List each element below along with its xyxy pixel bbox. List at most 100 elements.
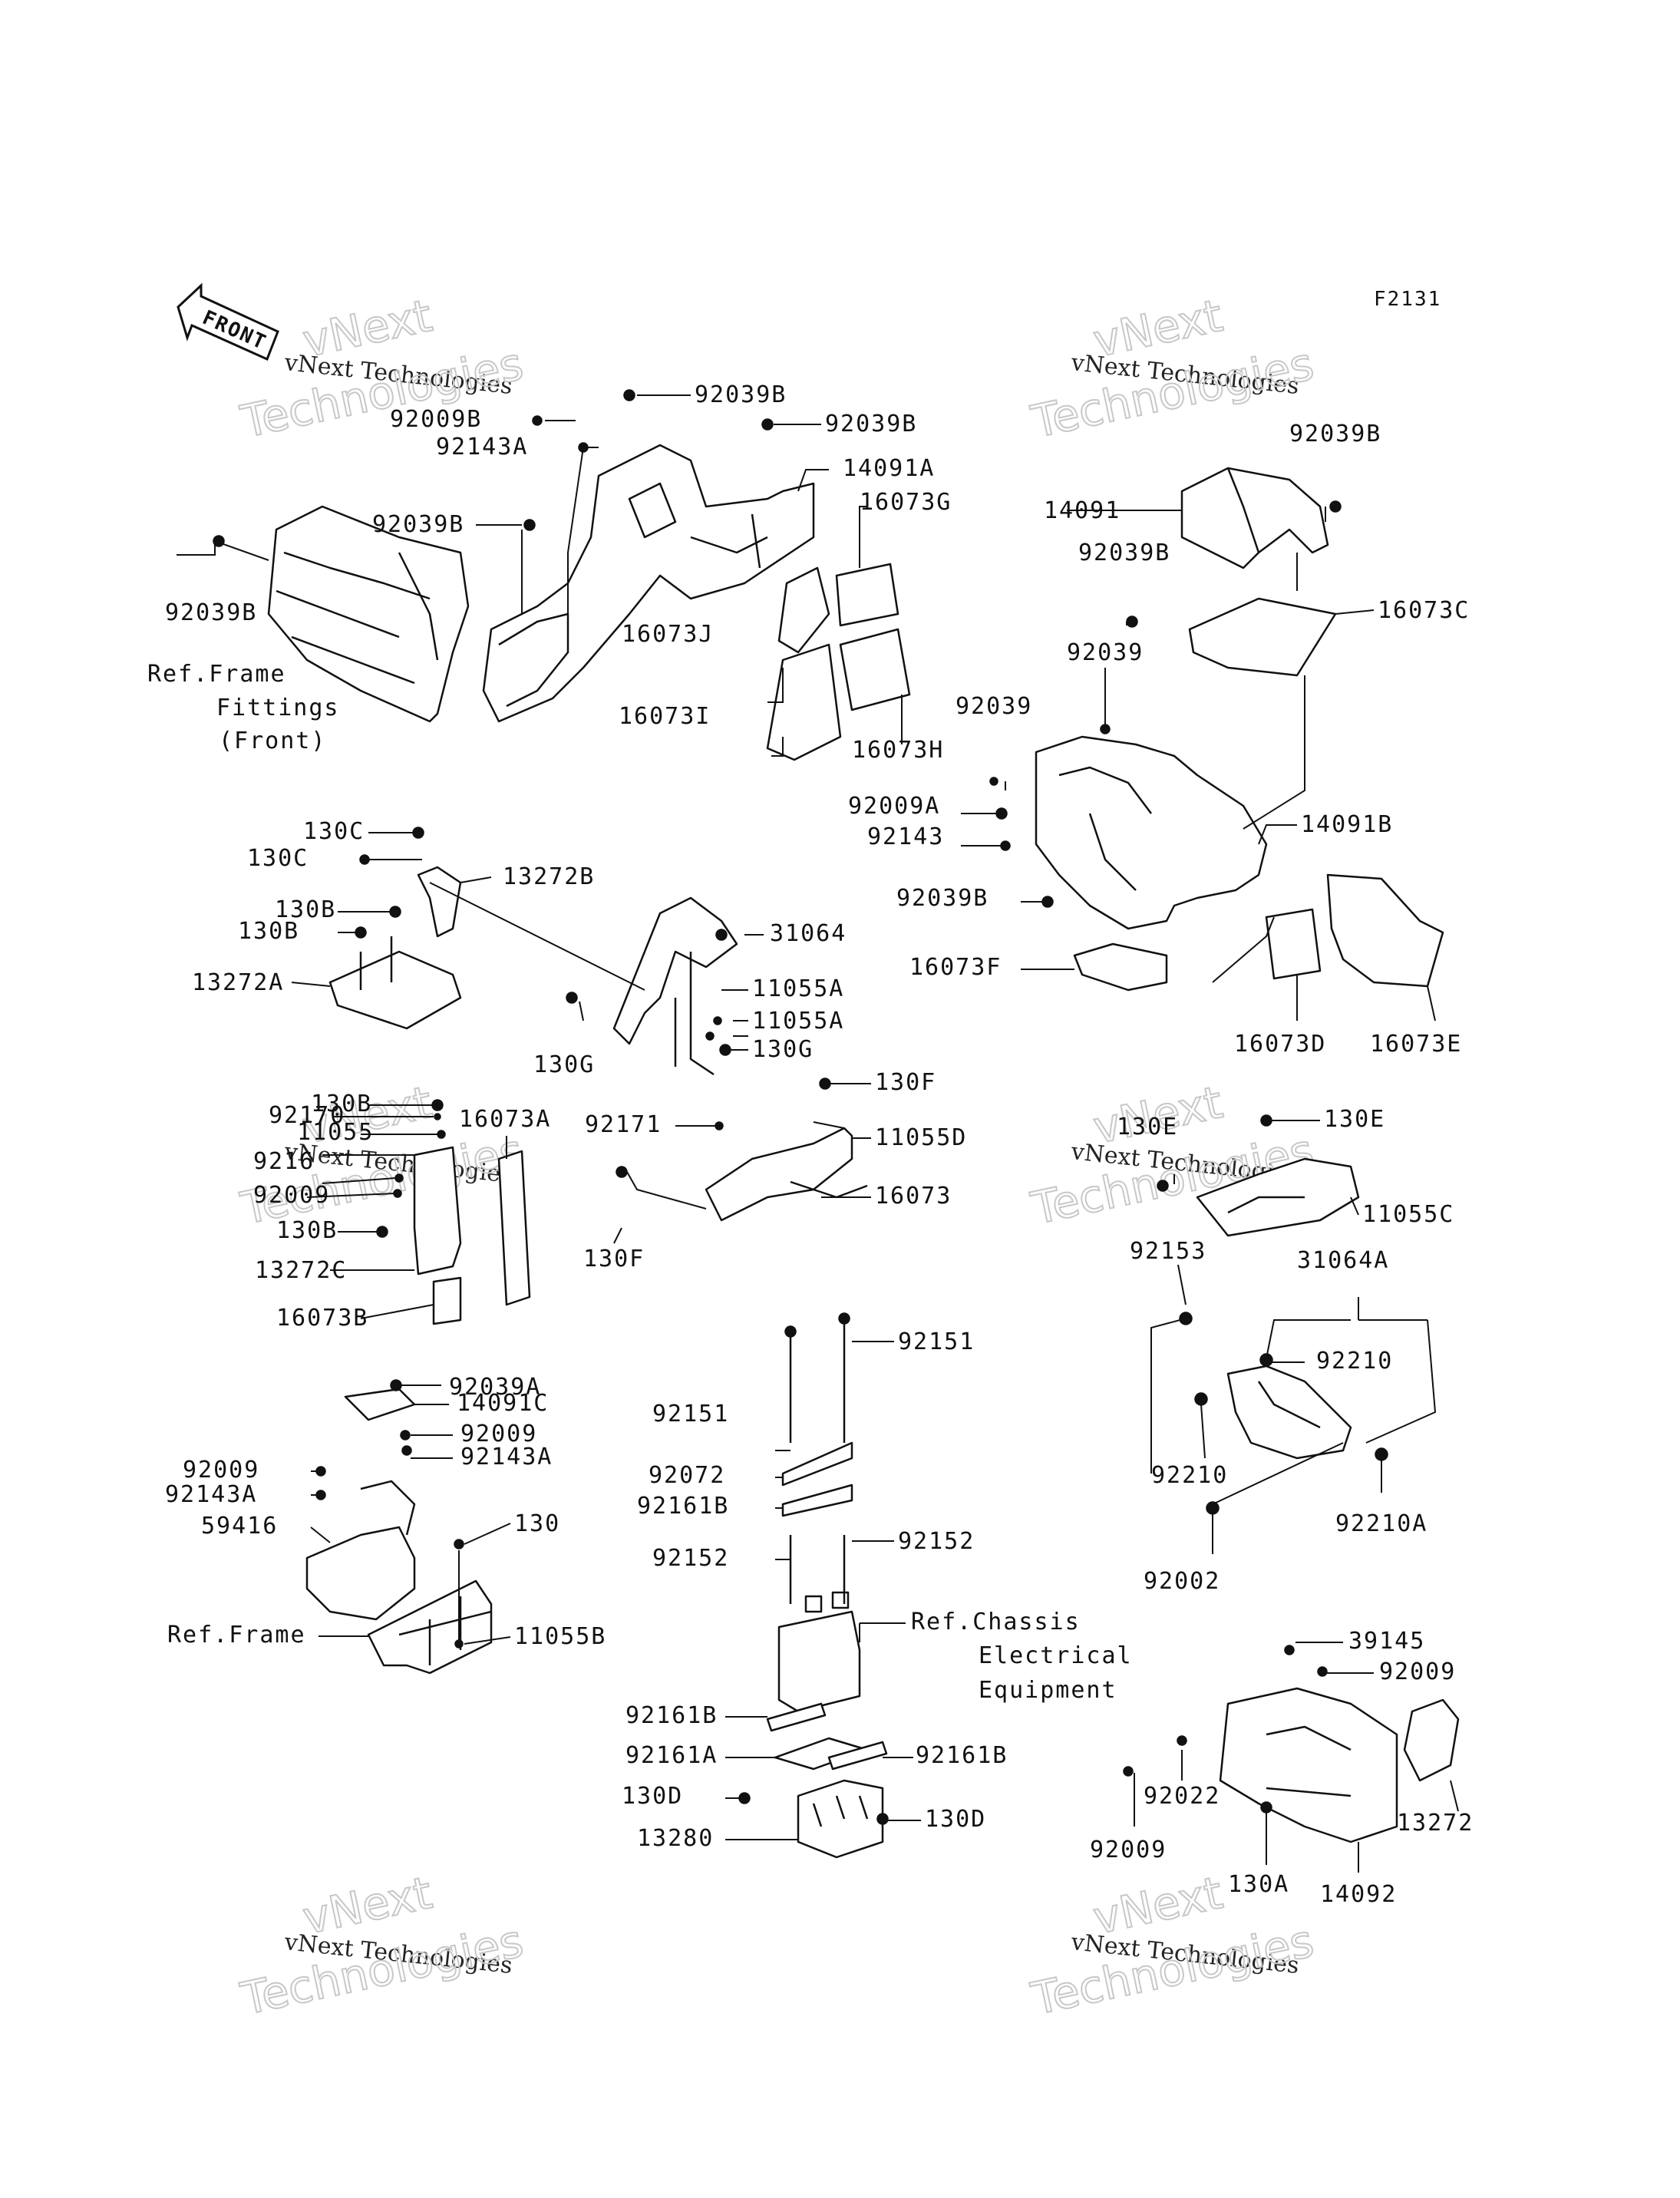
label-ref-frame-fittings-3: (Front) [219, 728, 326, 754]
label-11055c: 11055C [1362, 1201, 1454, 1228]
label-130c: 130C [247, 845, 309, 872]
label-130e: 130E [1324, 1106, 1385, 1133]
cover-14091b-shape [1035, 735, 1268, 930]
label-16073e: 16073E [1370, 1031, 1462, 1058]
label-16073a: 16073A [459, 1106, 551, 1133]
label-92161b: 92161B [916, 1742, 1008, 1769]
svg-text:Technologies: Technologies [236, 338, 528, 448]
label-11055: 11055 [297, 1119, 374, 1146]
label-92039b: 92039B [1289, 421, 1381, 447]
label-31064a: 31064A [1297, 1247, 1389, 1274]
label-16073g: 16073G [860, 489, 952, 516]
label-92009: 92009 [460, 1421, 537, 1447]
bracket-31064-shape [612, 896, 738, 1076]
label-16073h: 16073H [852, 737, 944, 764]
label-13272b: 13272B [503, 863, 595, 890]
bracket-13272-shape [1403, 1698, 1460, 1782]
label-92039b: 92039B [896, 885, 989, 912]
label-92009b: 92009B [390, 406, 482, 433]
label-13280: 13280 [637, 1825, 714, 1852]
frame-section-shape [367, 1579, 493, 1675]
battery-tray-13280-shape [797, 1779, 884, 1859]
label-11055a: 11055A [752, 975, 844, 1002]
label-92210a: 92210A [1335, 1510, 1428, 1537]
label-130b: 130B [311, 1091, 372, 1117]
label-130b: 130B [275, 896, 336, 923]
label-92039b: 92039B [825, 411, 917, 437]
cover-14091a-shape [482, 444, 815, 723]
label-92210: 92210 [1316, 1348, 1393, 1375]
label-13272c: 13272C [255, 1257, 347, 1284]
label-16073i: 16073I [619, 703, 711, 730]
bracket-13272c-shape [413, 1146, 462, 1276]
battery-shape [777, 1591, 861, 1713]
front-arrow-icon: FRONT [177, 282, 279, 361]
label-ref-chassis-1: Ref.Chassis [911, 1609, 1081, 1635]
pad-16073f-shape [1073, 942, 1168, 992]
frame-fittings-front-shape [267, 505, 470, 723]
label-ref-chassis-2: Electrical [979, 1642, 1133, 1669]
bracket-31064a-shape [1226, 1365, 1352, 1460]
svg-text:Technologies: Technologies [1027, 338, 1319, 448]
label-130e: 130E [1117, 1114, 1178, 1140]
label-14091c: 14091C [457, 1390, 549, 1417]
label-9216: 9216 [253, 1148, 315, 1175]
label-92039b: 92039B [695, 381, 787, 408]
label-92072: 92072 [649, 1462, 725, 1489]
pad-16073c-shape [1188, 597, 1337, 677]
label-130f: 130F [875, 1069, 936, 1096]
label-92153: 92153 [1130, 1238, 1206, 1265]
label-92171: 92171 [585, 1111, 662, 1138]
cover-14092-shape [1219, 1687, 1398, 1843]
label-92022: 92022 [1144, 1783, 1220, 1810]
label-11055d: 11055D [875, 1124, 967, 1151]
label-92161b: 92161B [637, 1493, 729, 1520]
label-14091: 14091 [1044, 497, 1121, 524]
label-ref-frame: Ref.Frame [167, 1622, 306, 1648]
cover-14091-shape [1180, 467, 1329, 569]
label-13272a: 13272A [192, 969, 284, 996]
label-11055a: 11055A [752, 1008, 844, 1035]
pad-16073d-shape [1265, 908, 1322, 980]
label-92009: 92009 [253, 1182, 330, 1209]
label-92009: 92009 [1090, 1837, 1167, 1863]
label-92170: 92170 [269, 1102, 345, 1129]
leader-lines [177, 394, 1459, 1873]
label-92009a: 92009A [848, 793, 940, 820]
label-130f: 130F [583, 1246, 645, 1272]
watermark-top-right: vNext vNext Technologies Technologies [1026, 289, 1319, 449]
label-ref-frame-fittings-2: Fittings [216, 695, 340, 721]
bracket-13272b-shape [417, 866, 462, 938]
label-92039: 92039 [1067, 639, 1144, 666]
label-92039b: 92039B [372, 511, 464, 538]
label-130b: 130B [238, 918, 299, 945]
label-92151: 92151 [652, 1401, 729, 1427]
battery-straps-shape [781, 1320, 853, 1604]
bolt-icons [213, 389, 1388, 1825]
label-ref-frame-fittings-1: Ref.Frame [147, 661, 286, 688]
label-130a: 130A [1228, 1871, 1289, 1898]
label-92009: 92009 [1379, 1658, 1456, 1685]
label-130d: 130D [622, 1783, 683, 1810]
label-16073b: 16073B [276, 1305, 368, 1332]
label-14092: 14092 [1320, 1881, 1397, 1908]
watermark-bottom-left: vNext vNext Technologies Technologies [236, 1866, 529, 2026]
label-92152: 92152 [652, 1545, 729, 1572]
bracket-11055d-shape [705, 1127, 868, 1222]
battery-pads-shape [766, 1702, 888, 1771]
label-92161b: 92161B [625, 1702, 718, 1729]
label-92143a: 92143A [165, 1481, 257, 1508]
pad-16073a-shape [497, 1150, 531, 1306]
label-16073f: 16073F [909, 954, 1002, 981]
label-92161a: 92161A [625, 1742, 718, 1769]
label-130b: 130B [276, 1217, 338, 1244]
label-130d: 130D [925, 1806, 986, 1833]
label-ref-chassis-3: Equipment [979, 1677, 1117, 1704]
watermark-top-left: vNext vNext Technologies Technologies [236, 289, 529, 449]
label-92039b: 92039B [1078, 540, 1170, 566]
pad-16073e-shape [1326, 873, 1444, 988]
label-31064: 31064 [770, 920, 847, 947]
pad-16073b-shape [432, 1276, 462, 1325]
label-92152: 92152 [898, 1528, 975, 1555]
